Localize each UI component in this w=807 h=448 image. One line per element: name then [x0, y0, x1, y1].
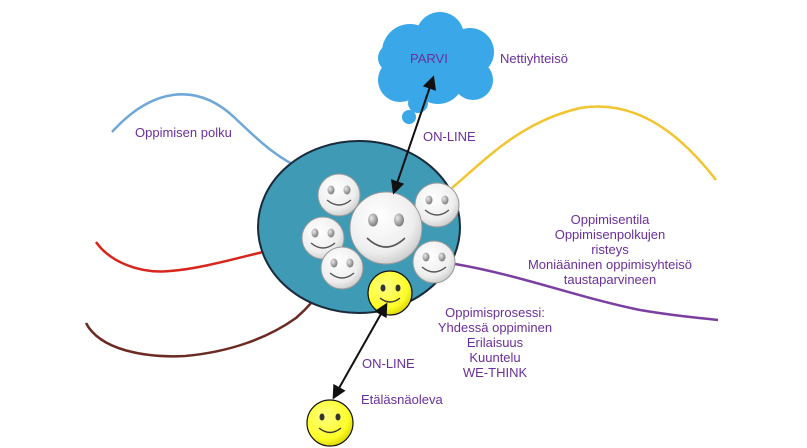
learning-path-blue: [111, 93, 306, 172]
online-label-bottom: ON-LINE: [362, 356, 415, 371]
learning-process-line: Oppimisprosessi:: [445, 305, 545, 320]
learning-path-yellow: [451, 105, 717, 189]
learning-process-text: Oppimisprosessi: Yhdessä oppiminen Erila…: [420, 305, 570, 380]
smiley-icon: [349, 191, 423, 265]
online-arrow-top: [391, 75, 436, 195]
cloud-inner-label: PARVI: [410, 51, 448, 66]
remote-participant-label: Etäläsnäoleva: [361, 392, 443, 407]
learning-process-line: Erilaisuus: [466, 335, 524, 350]
learning-process-line: Yhdessä oppiminen: [437, 320, 553, 335]
cloud-shape: [378, 12, 494, 124]
smiley-icon: [367, 270, 413, 316]
learning-path-brown: [84, 281, 329, 358]
online-arrow-bottom: [332, 302, 388, 400]
online-label-top: ON-LINE: [423, 129, 476, 144]
learning-space-line: Oppimisenpolkujen: [554, 227, 666, 242]
learning-process-line: Kuuntelu: [469, 350, 521, 365]
learning-space-line: Moniääninen oppimisyhteisö: [527, 257, 693, 272]
smiley-icon: [317, 173, 361, 217]
cloud-side-label: Nettiyhteisö: [500, 51, 568, 66]
smiley-icon: [306, 399, 354, 447]
learning-space-line: risteys: [591, 242, 629, 257]
learning-space-line: Oppimisentila: [570, 212, 650, 227]
learning-space-line: taustaparvineen: [563, 272, 657, 287]
learning-path-label: Oppimisen polku: [135, 125, 232, 140]
smiley-icon: [320, 246, 364, 290]
learning-process-line: WE-THINK: [462, 365, 528, 380]
learning-path-purple: [454, 262, 719, 322]
learning-space-text: Oppimisentila Oppimisenpolkujen risteys …: [515, 212, 705, 287]
smiley-icon: [412, 240, 456, 284]
